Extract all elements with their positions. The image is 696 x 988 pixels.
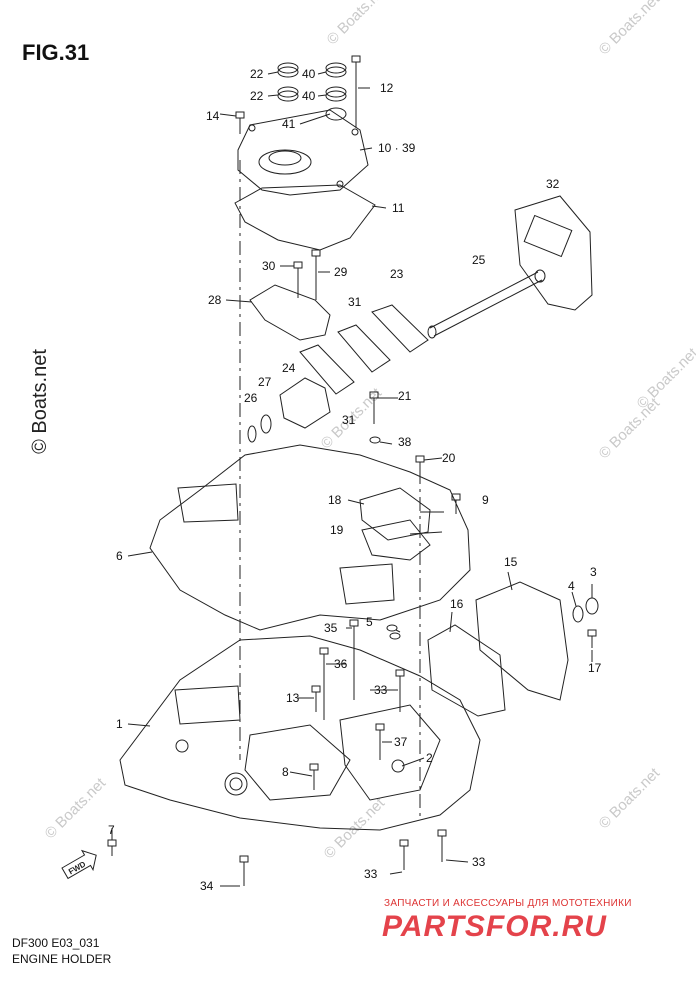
callout-22: 22 bbox=[250, 89, 264, 103]
callout-16: 16 bbox=[450, 597, 464, 611]
callout-13: 13 bbox=[286, 691, 300, 705]
callout-25: 25 bbox=[472, 253, 486, 267]
callout-33: 33 bbox=[374, 683, 388, 697]
callout-27: 27 bbox=[258, 375, 272, 389]
callout-24: 24 bbox=[282, 361, 296, 375]
callout-3: 3 bbox=[590, 565, 597, 579]
callout-33: 33 bbox=[364, 867, 378, 881]
callout-29: 29 bbox=[334, 265, 348, 279]
callout-2: 2 bbox=[426, 751, 433, 765]
callout-18: 18 bbox=[328, 493, 342, 507]
callout-32: 32 bbox=[546, 177, 560, 191]
callout-31: 31 bbox=[348, 295, 362, 309]
callout-34: 34 bbox=[200, 879, 214, 893]
callout-12: 12 bbox=[380, 81, 394, 95]
callout-8: 8 bbox=[282, 765, 289, 779]
callout-5: 5 bbox=[366, 615, 373, 629]
fwd-arrow-icon: FWD bbox=[61, 849, 97, 880]
diagram-caption: ENGINE HOLDER bbox=[12, 952, 112, 966]
callout-15: 15 bbox=[504, 555, 518, 569]
callout-37: 37 bbox=[394, 735, 408, 749]
callout-31: 31 bbox=[342, 413, 356, 427]
callout-11: 11 bbox=[392, 201, 405, 215]
callout-36: 36 bbox=[334, 657, 348, 671]
callout-4: 4 bbox=[568, 579, 575, 593]
callout-17: 17 bbox=[588, 661, 602, 675]
callout-40: 40 bbox=[302, 67, 316, 81]
callout-41: 41 bbox=[282, 117, 296, 131]
callout-22: 22 bbox=[250, 67, 264, 81]
callout-38: 38 bbox=[398, 435, 412, 449]
callout-23: 23 bbox=[390, 267, 404, 281]
callout-35: 35 bbox=[324, 621, 338, 635]
figure-title: FIG.31 bbox=[22, 40, 90, 65]
callout-6: 6 bbox=[116, 549, 123, 563]
model-code: DF300 E03_031 bbox=[12, 936, 100, 950]
callout-21: 21 bbox=[398, 389, 412, 403]
callout-9: 9 bbox=[482, 493, 489, 507]
callout-20: 20 bbox=[442, 451, 456, 465]
callout-28: 28 bbox=[208, 293, 222, 307]
callout-33: 33 bbox=[472, 855, 486, 869]
brand-logo[interactable]: PARTSFOR.RU bbox=[382, 910, 607, 943]
callout-7: 7 bbox=[108, 823, 115, 837]
callout-14: 14 bbox=[206, 109, 220, 123]
callout-19: 19 bbox=[330, 523, 344, 537]
callout-1: 1 bbox=[116, 717, 123, 731]
callout-40: 40 bbox=[302, 89, 316, 103]
brand-tagline: ЗАПЧАСТИ И АКСЕССУАРЫ ДЛЯ МОТОТЕХНИКИ bbox=[384, 898, 632, 909]
callout-26: 26 bbox=[244, 391, 258, 405]
callout-10-39: 10 · 39 bbox=[378, 141, 416, 155]
callout-30: 30 bbox=[262, 259, 276, 273]
